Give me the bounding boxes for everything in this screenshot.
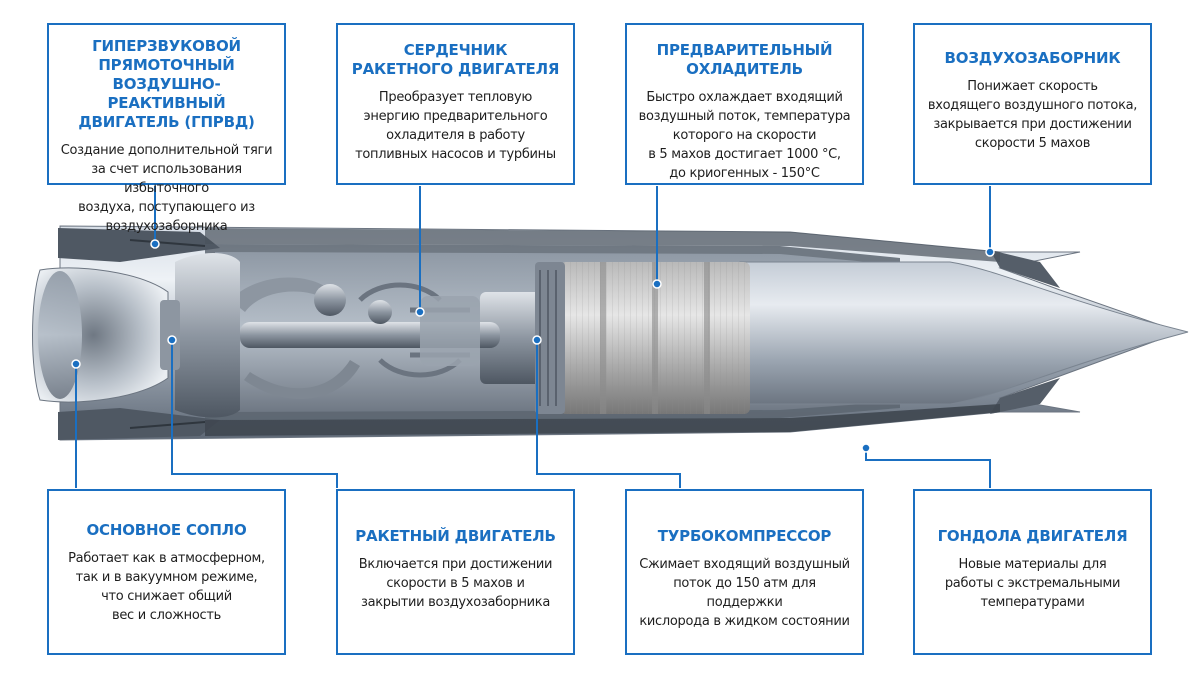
callout-main-nozzle-title: ОСНОВНОЕ СОПЛО xyxy=(86,521,247,539)
callout-precooler-title: ПРЕДВАРИТЕЛЬНЫЙ ОХЛАДИТЕЛЬ xyxy=(656,41,833,78)
callout-turbocompressor: ТУРБОКОМПРЕССОР Сжимает входящий воздушн… xyxy=(625,489,864,655)
callout-ramjet-text: Создание дополнительной тяги за счет исп… xyxy=(60,143,273,234)
leader-nacelle xyxy=(865,448,991,488)
leader-lines xyxy=(75,186,991,488)
ramjet-duct-lower xyxy=(58,408,220,440)
callout-ramjet: ГИПЕРЗВУКОВОЙ ПРЯМОТОЧНЫЙ ВОЗДУШНО-РЕАКТ… xyxy=(47,23,286,234)
leader-turbo xyxy=(536,340,681,488)
callout-rocket-engine-text: Включается при достижении скорости в 5 м… xyxy=(358,557,553,610)
callout-air-intake-text: Понижает скорость входящего воздушного п… xyxy=(927,79,1138,151)
callout-main-nozzle: ОСНОВНОЕ СОПЛО Работает как в атмосферно… xyxy=(47,489,286,655)
callout-turbocompressor-text: Сжимает входящий воздушный поток до 150 … xyxy=(639,557,850,629)
callout-air-intake: ВОЗДУХОЗАБОРНИК Понижает скорость входящ… xyxy=(913,23,1152,185)
turbocompressor xyxy=(480,292,550,384)
callout-main-nozzle-text: Работает как в атмосферном, так и в ваку… xyxy=(68,551,265,623)
leader-rocket xyxy=(171,340,338,488)
callout-rocket-core: СЕРДЕЧНИК РАКЕТНОГО ДВИГАТЕЛЯ Преобразуе… xyxy=(336,23,575,185)
callout-rocket-core-text: Преобразует тепловую энергию предварител… xyxy=(355,90,556,162)
callout-rocket-core-title: СЕРДЕЧНИК РАКЕТНОГО ДВИГАТЕЛЯ xyxy=(351,41,560,78)
intake-cone xyxy=(739,261,1189,405)
callout-rocket-engine-title: РАКЕТНЫЙ ДВИГАТЕЛЬ xyxy=(355,527,556,545)
callout-engine-nacelle-title: ГОНДОЛА ДВИГАТЕЛЯ xyxy=(937,527,1128,545)
callout-ramjet-title: ГИПЕРЗВУКОВОЙ ПРЯМОТОЧНЫЙ ВОЗДУШНО-РЕАКТ… xyxy=(78,37,255,131)
callout-rocket-engine: РАКЕТНЫЙ ДВИГАТЕЛЬ Включается при достиж… xyxy=(336,489,575,655)
ramjet-duct-upper xyxy=(58,228,220,262)
callout-precooler-text: Быстро охлаждает входящий воздушный пото… xyxy=(638,90,851,181)
callout-engine-nacelle-text: Новые материалы для работы с экстремальн… xyxy=(944,557,1121,610)
callout-precooler: ПРЕДВАРИТЕЛЬНЫЙ ОХЛАДИТЕЛЬ Быстро охлажд… xyxy=(625,23,864,185)
leader-dots xyxy=(71,239,995,453)
callout-engine-nacelle: ГОНДОЛА ДВИГАТЕЛЯ Новые материалы для ра… xyxy=(913,489,1152,655)
callout-turbocompressor-title: ТУРБОКОМПРЕССОР xyxy=(657,527,832,545)
callout-air-intake-title: ВОЗДУХОЗАБОРНИК xyxy=(944,49,1121,67)
